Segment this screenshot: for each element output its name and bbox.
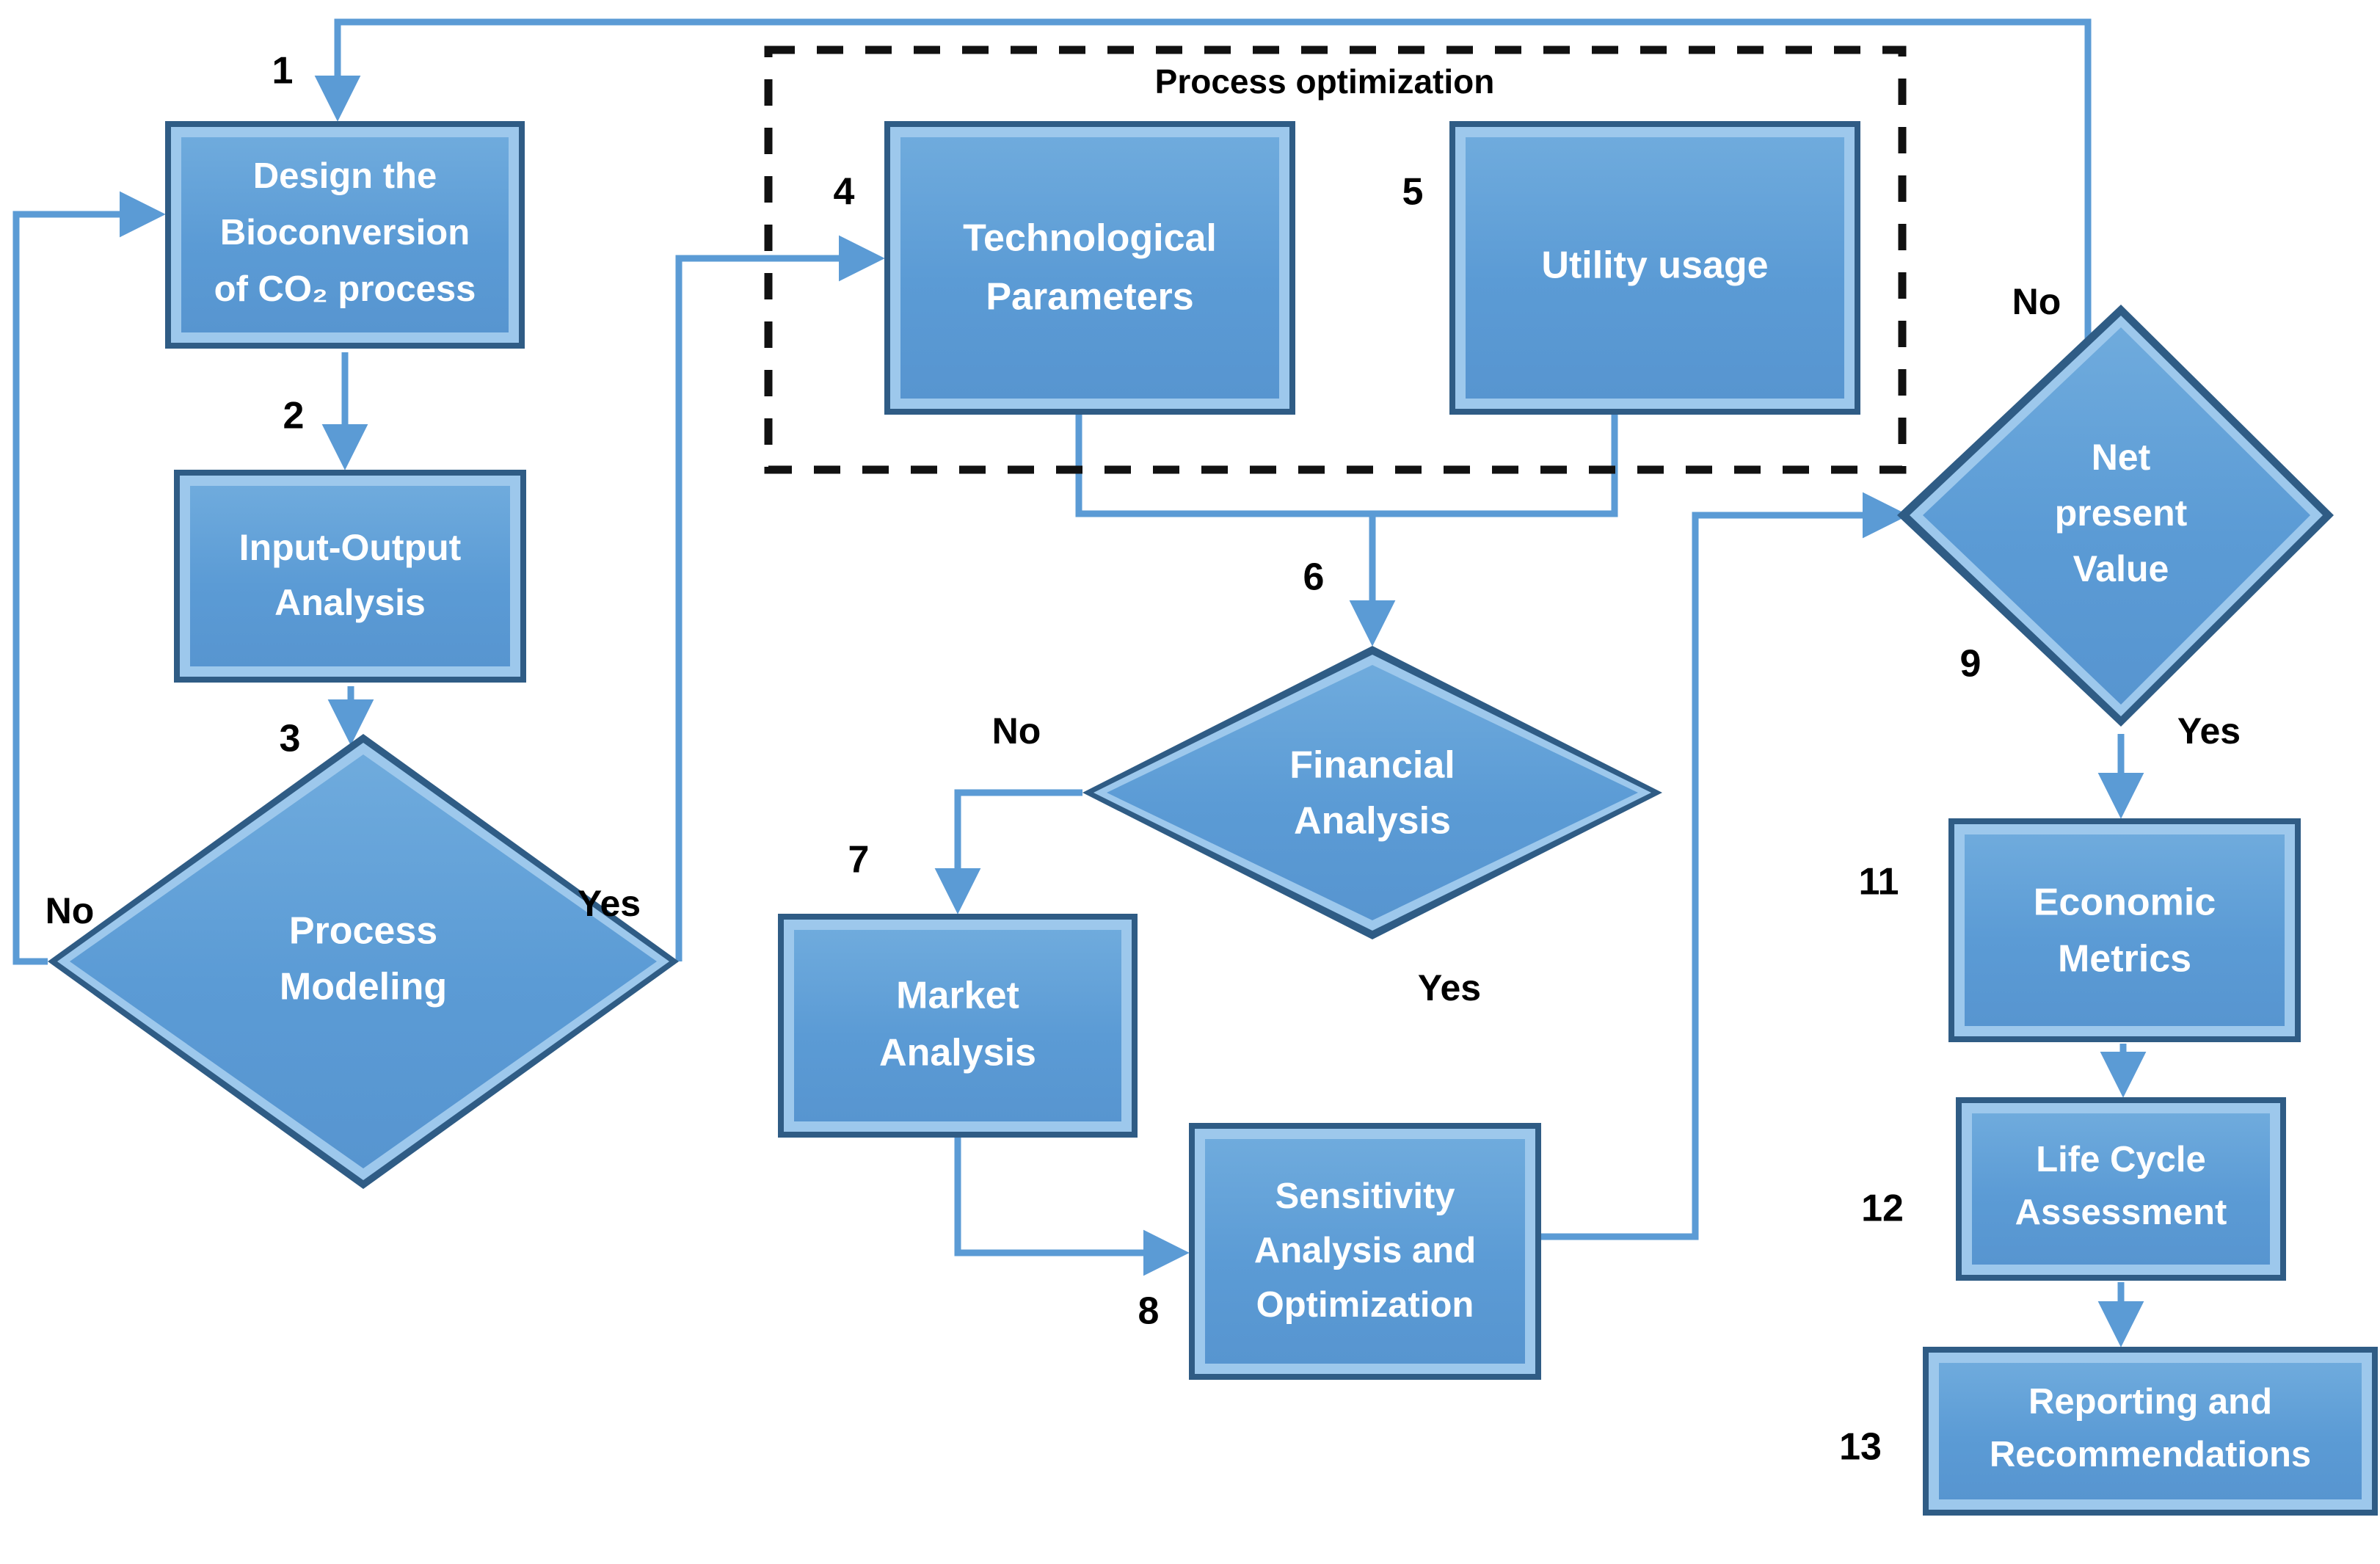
edge-finanalysis-no-to-market <box>934 789 1082 914</box>
node-net-present-value[interactable]: Net present Value <box>1897 305 2334 727</box>
step-number-12: 12 <box>1861 1187 1904 1230</box>
edge-utility-merge <box>1372 415 1618 517</box>
step-number-4: 4 <box>834 171 855 214</box>
node-io-line-1: Input-Output <box>239 527 462 568</box>
node-process-modeling[interactable]: Process Modeling <box>48 734 679 1189</box>
node-utility-line-1: Utility usage <box>1541 244 1768 287</box>
node-io-line-2: Analysis <box>274 582 426 623</box>
node-design[interactable]: Design the Bioconversion of CO₂ process <box>165 121 525 349</box>
node-lca-line-2: Assessment <box>2015 1193 2227 1232</box>
edge-market-to-sensitivity <box>954 1138 1190 1276</box>
node-reporting-line-1: Reporting and <box>2028 1382 2272 1422</box>
branch-label-npv-no: No <box>2012 281 2061 322</box>
node-technological-parameters[interactable]: Technological Parameters <box>884 121 1295 415</box>
node-market-line-2: Analysis <box>879 1032 1036 1074</box>
node-design-line-2: Bioconversion <box>220 213 470 252</box>
step-number-13: 13 <box>1839 1426 1882 1469</box>
step-number-5: 5 <box>1402 171 1424 214</box>
node-market-line-1: Market <box>896 975 1019 1017</box>
node-design-line-1: Design the <box>253 156 437 196</box>
node-finanalysis-line-1: Financial <box>1289 744 1455 787</box>
node-market-analysis[interactable]: Market Analysis <box>778 914 1138 1138</box>
node-lca-line-1: Life Cycle <box>2036 1140 2205 1179</box>
node-procmodel-line-2: Modeling <box>280 966 447 1008</box>
step-number-7: 7 <box>848 839 870 881</box>
node-financial-analysis[interactable]: Financial Analysis <box>1082 646 1662 939</box>
node-npv-line-2: present <box>2055 492 2188 534</box>
node-econmetrics-line-2: Metrics <box>2058 938 2191 981</box>
edge-npv-no-to-design <box>314 18 2092 514</box>
node-finanalysis-line-2: Analysis <box>1294 800 1451 843</box>
node-economic-metrics[interactable]: Economic Metrics <box>1948 818 2301 1042</box>
step-number-2: 2 <box>283 395 305 437</box>
node-utility-usage[interactable]: Utility usage <box>1449 121 1860 415</box>
node-reporting-line-2: Recommendations <box>1990 1435 2311 1474</box>
node-design-line-3: of CO₂ process <box>214 269 476 309</box>
branch-label-npv-yes: Yes <box>2177 710 2241 752</box>
node-life-cycle-assessment[interactable]: Life Cycle Assessment <box>1956 1097 2286 1281</box>
node-sensitivity-line-1: Sensitivity <box>1275 1176 1455 1216</box>
edge-procmodel-yes-to-techparams <box>675 235 885 961</box>
step-numbers: 1 2 3 4 5 6 7 8 9 11 12 13 <box>272 50 1981 1469</box>
node-techparams-line-1: Technological <box>963 217 1217 260</box>
group-label: Process optimization <box>1155 62 1495 101</box>
node-sensitivity-line-2: Analysis and <box>1254 1231 1476 1270</box>
connector-layer <box>12 18 2147 1347</box>
node-procmodel-line-1: Process <box>289 910 437 953</box>
node-npv-line-1: Net <box>2092 437 2151 478</box>
branch-label-procmodel-yes: Yes <box>578 883 641 924</box>
step-number-8: 8 <box>1138 1290 1160 1333</box>
node-econmetrics-line-1: Economic <box>2034 881 2216 924</box>
node-reporting-recommendations[interactable]: Reporting and Recommendations <box>1923 1347 2378 1516</box>
node-sensitivity-line-3: Optimization <box>1256 1285 1474 1325</box>
step-number-1: 1 <box>272 50 294 92</box>
branch-label-finanalysis-no: No <box>992 710 1041 752</box>
process-optimization-group: Process optimization <box>764 46 1907 474</box>
step-number-6: 6 <box>1303 556 1325 599</box>
branch-labels: No Yes No Yes No Yes <box>46 281 2241 1008</box>
step-number-11: 11 <box>1859 861 1899 903</box>
node-sensitivity-analysis[interactable]: Sensitivity Analysis and Optimization <box>1189 1123 1541 1380</box>
node-npv-line-3: Value <box>2073 548 2169 589</box>
edge-techparams-merge <box>1075 415 1372 517</box>
branch-label-procmodel-no: No <box>46 890 95 931</box>
node-input-output-analysis[interactable]: Input-Output Analysis <box>174 470 526 683</box>
edge-sensitivity-to-npv <box>1541 492 1909 1240</box>
edge-procmodel-no-to-design <box>12 191 166 965</box>
node-techparams-line-2: Parameters <box>986 276 1193 319</box>
branch-label-finanalysis-yes: Yes <box>1418 967 1481 1008</box>
step-number-3: 3 <box>280 718 301 760</box>
step-number-9: 9 <box>1960 643 1981 685</box>
